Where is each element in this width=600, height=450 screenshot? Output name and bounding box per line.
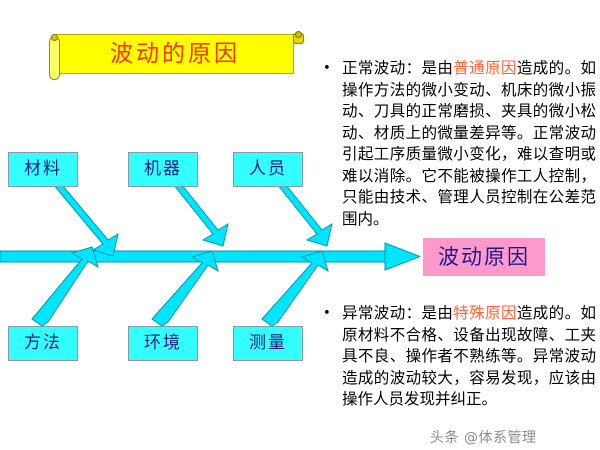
arrow-bottom-environment [151, 250, 219, 327]
note-normal-rest: 造成的。如操作方法的微小变动、机床的微小振动、刀具的正常磨损、夹具的微小松动、材… [342, 59, 596, 228]
spine-arrowhead-icon [384, 242, 420, 271]
note-abnormal-paragraph: 异常波动：是由特殊原因造成的。如原材料不合格、设备出现故障、工夹具不良、操作者不… [342, 303, 596, 411]
cause-box-method[interactable]: 方法 [8, 326, 78, 361]
note-normal-paragraph: 正常波动：是由普通原因造成的。如操作方法的微小变动、机床的微小振动、刀具的正常磨… [342, 58, 596, 230]
arrow-top-machine [167, 179, 229, 247]
scroll-knob-right-icon [295, 31, 302, 38]
banner-body [56, 34, 294, 74]
cause-box-machine[interactable]: 机器 [128, 152, 198, 187]
arrow-top-personnel [271, 179, 333, 247]
title-banner: 波动的原因 [44, 30, 308, 80]
arrow-bottom-measurement [261, 250, 329, 327]
watermark: 头条 @体系管理 [430, 430, 537, 446]
note-abnormal-fluctuation: • 异常波动：是由特殊原因造成的。如原材料不合格、设备出现故障、工夹具不良、操作… [318, 303, 596, 411]
note-normal-lead: 正常波动：是由 [342, 59, 454, 77]
note-abnormal-highlight: 特殊原因 [453, 304, 517, 322]
arrow-bottom-method [31, 246, 99, 327]
result-box-fluctuation-cause[interactable]: 波动原因 [423, 238, 545, 276]
cause-box-personnel[interactable]: 人员 [233, 152, 303, 187]
cause-box-material[interactable]: 材料 [8, 152, 78, 187]
note-abnormal-lead: 异常波动：是由 [342, 304, 454, 322]
page-title: 波动的原因 [110, 41, 240, 67]
bullet-icon: • [323, 61, 331, 76]
note-normal-highlight: 普通原因 [453, 59, 517, 77]
cause-box-environment[interactable]: 环境 [128, 326, 198, 361]
fishbone-diagram: 材料 机器 人员 方法 环境 测量 [0, 130, 420, 390]
fishbone-svg [0, 179, 420, 327]
note-abnormal-rest: 造成的。如原材料不合格、设备出现故障、工夹具不良、操作者不熟练等。异常波动造成的… [342, 304, 596, 408]
arrow-top-material [47, 179, 119, 257]
cause-box-measurement[interactable]: 测量 [233, 326, 303, 361]
bullet-icon: • [323, 306, 331, 321]
scroll-knob-left-icon [51, 34, 58, 41]
note-normal-fluctuation: • 正常波动：是由普通原因造成的。如操作方法的微小变动、机床的微小振动、刀具的正… [318, 58, 596, 230]
